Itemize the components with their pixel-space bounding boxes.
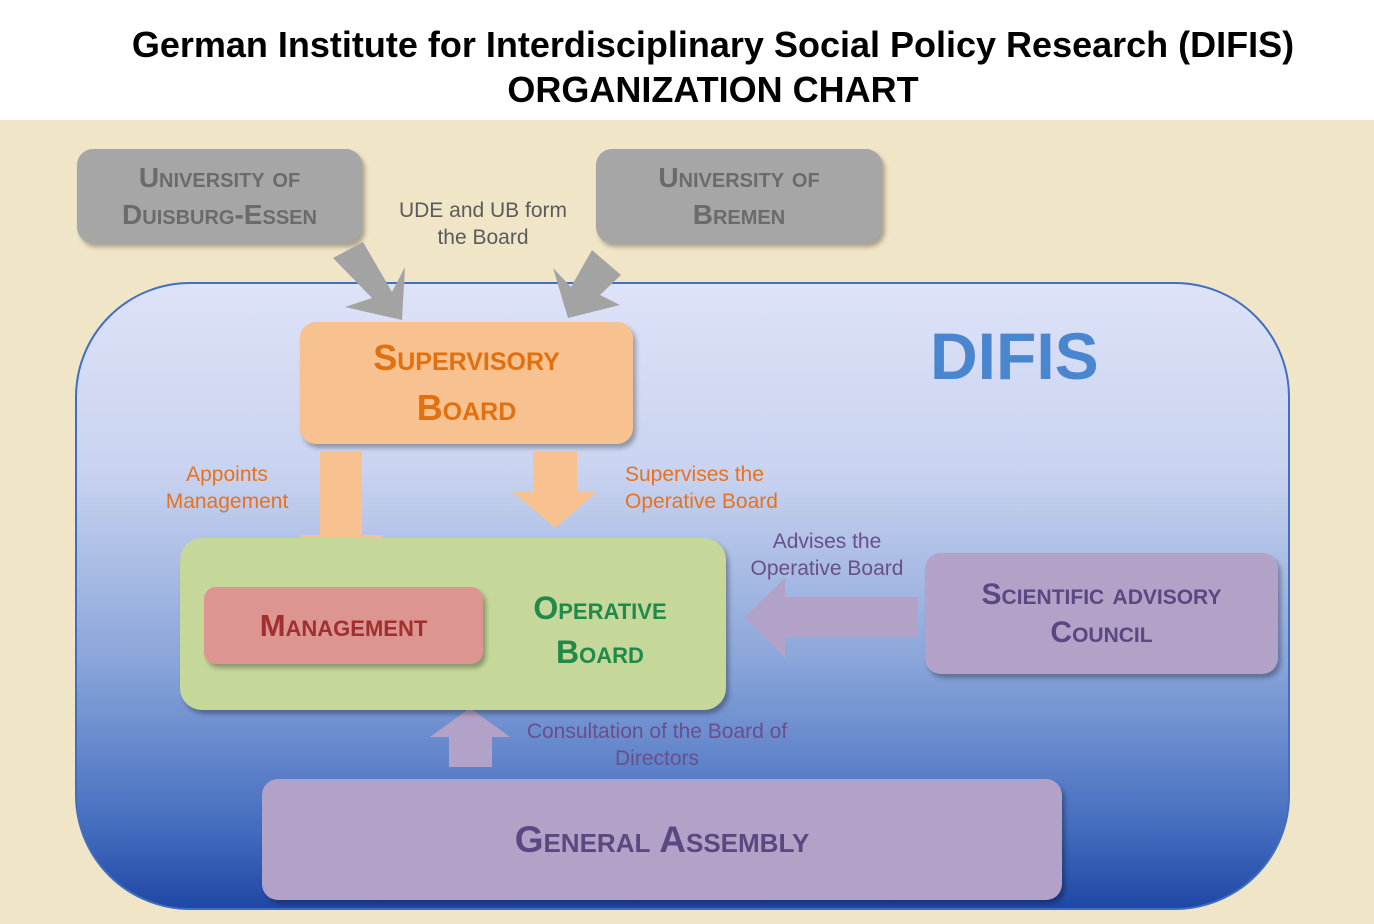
- arrow-advises: [745, 578, 918, 658]
- label-form-board: UDE and UB form the Board: [398, 199, 568, 249]
- arrow-ub-to-board: [553, 250, 621, 318]
- title-line-1: German Institute for Interdisciplinary S…: [131, 24, 1295, 65]
- node-university-bremen: University of Bremen: [596, 149, 882, 243]
- arrow-ude-to-board: [333, 242, 405, 320]
- arrow-supervises: [513, 452, 597, 528]
- node-operative-board: Operative Board: [533, 590, 667, 670]
- node-management: Management: [204, 587, 483, 664]
- node-general-assembly: General Assembly: [262, 779, 1062, 900]
- label-appoints: Appoints Management: [165, 463, 289, 513]
- chart-title: German Institute for Interdisciplinary S…: [0, 22, 1374, 112]
- title-line-2: ORGANIZATION CHART: [507, 69, 919, 110]
- node-scientific-advisory-council: Scientific advisory Council: [925, 553, 1278, 674]
- arrow-consultation: [430, 708, 510, 767]
- label-advises: Advises the Operative Board: [750, 530, 904, 580]
- label-supervises: Supervises the Operative Board: [625, 463, 778, 513]
- label-consultation: Consultation of the Board of Directors: [526, 720, 788, 770]
- node-supervisory-board: Supervisory Board: [300, 322, 633, 444]
- node-university-duisburg-essen: University of Duisburg-Essen: [77, 149, 362, 243]
- difis-label: DIFIS: [930, 319, 1099, 393]
